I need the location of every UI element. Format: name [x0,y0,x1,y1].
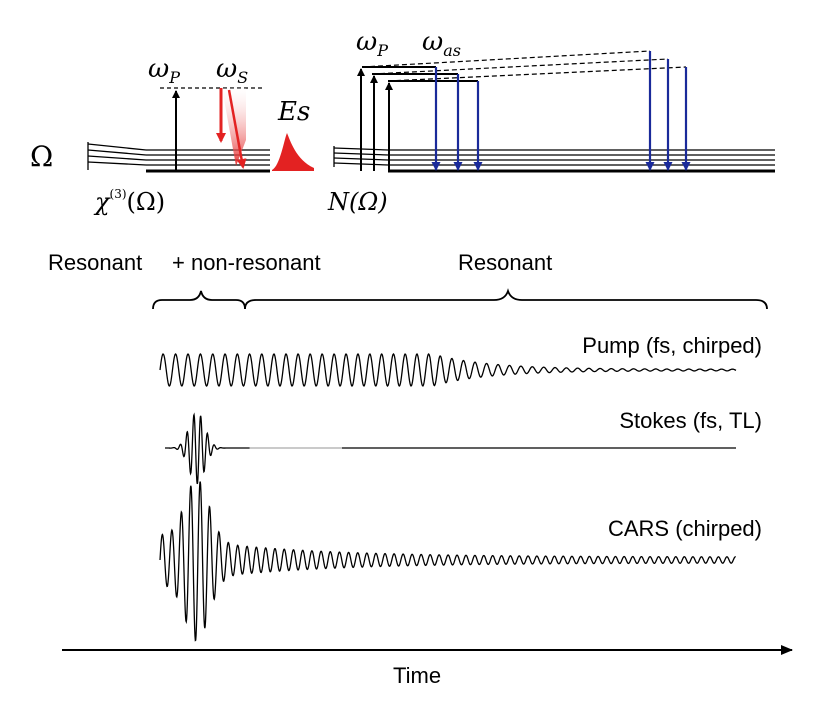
pump-label: Pump (fs, chirped) [582,333,762,358]
left-energy-diagram: Ω ωP ωS χ(3)(Ω) [30,54,270,216]
omega-s-label: ωS [216,54,248,87]
label-left-resonant: Resonant [48,250,142,275]
right-vibrational-levels [388,149,775,166]
stokes-trace [165,412,250,485]
right-energy-diagram: ωP ωas N(Ω) [327,27,775,216]
omega-p-label: ωP [148,54,180,87]
omega-p2-label: ωP [356,27,388,60]
es-label: Es [277,97,310,127]
stokes-beam-shading [222,88,246,166]
right-virtual-levels-solid [362,66,478,82]
brace-resonant [244,288,768,310]
right-virtual-levels [361,50,687,82]
label-right-resonant: Resonant [458,250,552,275]
left-vibrational-levels [146,149,270,166]
region-labels: Resonant + non-resonant Resonant [48,250,552,275]
region-braces [152,288,768,310]
time-axis: Time [62,645,793,688]
n-omega-label: N(Ω) [327,188,388,216]
time-axis-label: Time [393,663,441,688]
cars-trace [159,481,736,642]
brace-nonresonant [152,290,246,310]
left-level-fan [87,142,147,170]
cars-label: CARS (chirped) [608,516,762,541]
pump-trace [159,353,737,387]
stokes-arrow-diagonal [227,89,247,169]
pump-trace-group: Pump (fs, chirped) [159,333,762,387]
cars-trace-group: CARS (chirped) [159,481,762,642]
omega-label: Ω [30,140,53,173]
stokes-trace-group: Stokes (fs, TL) [165,408,762,485]
es-pulse: Es [272,97,314,171]
chi3-label: χ(3)(Ω) [93,187,165,216]
es-pulse-shape [272,133,314,171]
label-nonresonant: + non-resonant [172,250,321,275]
stokes-label: Stokes (fs, TL) [619,408,762,433]
omega-as-label: ωas [422,27,461,60]
